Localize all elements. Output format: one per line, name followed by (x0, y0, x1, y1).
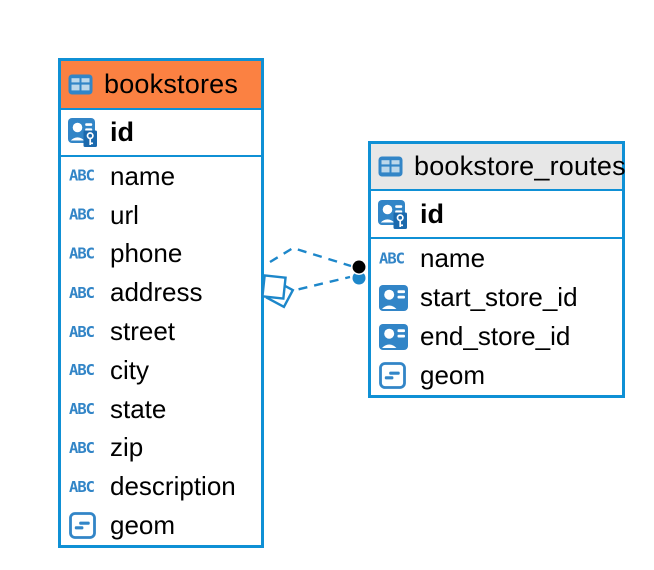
column-row-name[interactable]: ABC name (61, 157, 261, 196)
relationship-line-upper[interactable] (269, 246, 352, 268)
table-header-bookstore-routes[interactable]: bookstore_routes (371, 144, 626, 189)
column-row-url[interactable]: ABC url (61, 196, 261, 235)
text-icon: ABC (69, 323, 95, 341)
reference-icon (379, 284, 412, 311)
column-label: name (110, 160, 176, 191)
table-bookstores[interactable]: bookstores id ABC name ABC url (58, 58, 264, 548)
table-name: bookstore_routes (414, 151, 626, 181)
column-label: start_store_id (420, 282, 578, 312)
table-icon (68, 74, 95, 95)
text-icon: ABC (69, 361, 95, 379)
pk-row-bookstores-id[interactable]: id (61, 108, 261, 157)
column-label: street (110, 316, 176, 347)
text-icon: ABC (379, 249, 405, 268)
column-label: name (420, 243, 486, 273)
column-row-geom[interactable]: geom (371, 356, 622, 395)
column-label: address (110, 277, 203, 308)
text-icon: ABC (69, 284, 95, 302)
column-row-geom[interactable]: geom (61, 506, 261, 545)
primary-key-icon (378, 199, 411, 230)
column-row-city[interactable]: ABC city (61, 351, 261, 390)
text-icon: ABC (69, 167, 95, 185)
column-label: state (110, 393, 167, 424)
reference-icon (379, 323, 412, 350)
columns-section: ABC name start_store_id (371, 239, 622, 395)
column-row-street[interactable]: ABC street (61, 312, 261, 351)
table-bookstore-routes[interactable]: bookstore_routes id ABC name (368, 141, 626, 398)
columns-section: ABC name ABC url ABC phone ABC address A… (61, 157, 261, 545)
relationship-line-lower[interactable] (282, 275, 351, 295)
table-icon (378, 156, 405, 177)
column-row-description[interactable]: ABC description (61, 467, 261, 506)
column-label: description (110, 471, 236, 502)
column-row-phone[interactable]: ABC phone (61, 235, 261, 274)
geometry-icon (379, 362, 412, 389)
text-icon: ABC (69, 478, 95, 496)
column-label: city (110, 354, 149, 385)
column-label: phone (110, 238, 183, 269)
column-row-zip[interactable]: ABC zip (61, 429, 261, 468)
text-icon: ABC (69, 439, 95, 457)
relationship-source-marker-squares[interactable] (261, 274, 295, 309)
column-label: geom (110, 510, 176, 541)
table-header-bookstores[interactable]: bookstores (61, 61, 261, 108)
column-label: geom (420, 360, 486, 390)
text-icon: ABC (69, 400, 95, 418)
pk-column-label: id (110, 117, 134, 147)
text-icon: ABC (69, 206, 95, 224)
column-label: url (110, 199, 139, 230)
column-row-end-store-id[interactable]: end_store_id (371, 317, 622, 356)
column-row-state[interactable]: ABC state (61, 390, 261, 429)
geometry-icon (69, 512, 102, 539)
column-row-start-store-id[interactable]: start_store_id (371, 278, 622, 317)
pk-row-bookstore-routes-id[interactable]: id (371, 189, 622, 239)
table-name: bookstores (104, 69, 239, 99)
column-row-address[interactable]: ABC address (61, 273, 261, 312)
column-label: end_store_id (420, 321, 571, 351)
pk-column-label: id (420, 198, 444, 229)
primary-key-icon (68, 117, 101, 148)
column-label: zip (110, 432, 144, 463)
text-icon: ABC (69, 245, 95, 263)
relationship-target-marker-dots[interactable] (351, 259, 367, 285)
column-row-name[interactable]: ABC name (371, 239, 622, 278)
